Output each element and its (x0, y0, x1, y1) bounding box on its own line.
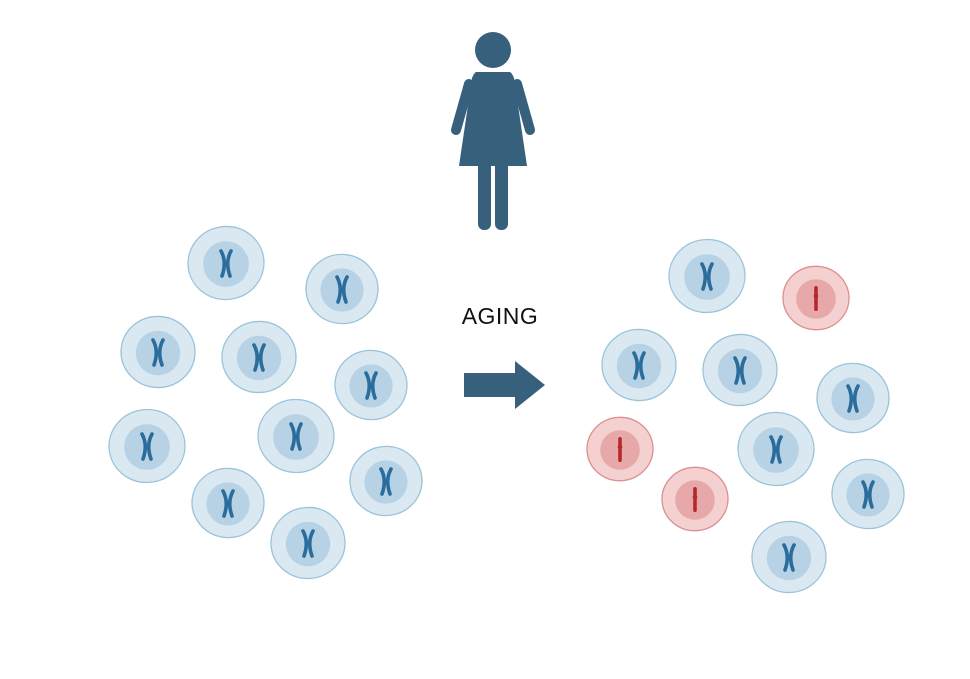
aged-cell (782, 265, 850, 331)
normal-cell (349, 445, 423, 517)
single-chromosome-icon (814, 286, 818, 311)
figure-left-arm (451, 79, 474, 135)
normal-cell (305, 253, 379, 325)
x-chromosome-icon (379, 467, 393, 496)
cell-group-before-aging (108, 225, 423, 580)
x-chromosome-icon (221, 489, 235, 518)
normal-cell (108, 408, 186, 484)
x-chromosome-icon (289, 422, 303, 451)
x-chromosome-icon (632, 351, 646, 380)
normal-cell (257, 398, 335, 474)
normal-cell (831, 458, 905, 530)
aged-cell (661, 466, 729, 532)
x-chromosome-icon (861, 480, 875, 509)
x-chromosome-icon (151, 338, 165, 367)
aged-cell (586, 416, 654, 482)
x-chromosome-icon (252, 343, 266, 372)
normal-cell (120, 315, 196, 389)
normal-cell (221, 320, 297, 394)
chromosome-centromere (692, 494, 698, 500)
arrow-shape (464, 361, 545, 409)
x-chromosome-icon (335, 275, 349, 304)
x-chromosome-icon (140, 432, 154, 461)
normal-cell (187, 225, 265, 301)
single-chromosome-icon (693, 487, 697, 512)
normal-cell (816, 362, 890, 434)
x-chromosome-icon (846, 384, 860, 413)
x-chromosome-icon (769, 435, 783, 464)
right-arrow-icon (464, 361, 545, 409)
x-chromosome-icon (364, 371, 378, 400)
figure-right-arm (512, 79, 535, 135)
woman-icon (451, 32, 535, 230)
normal-cell (751, 520, 827, 594)
aging-label: AGING (461, 303, 539, 329)
chromosome-centromere (813, 293, 819, 299)
figure-left-leg (478, 158, 491, 230)
figure-head (475, 32, 511, 68)
normal-cell (601, 328, 677, 402)
normal-cell (737, 411, 815, 487)
normal-cell (334, 349, 408, 421)
x-chromosome-icon (700, 262, 714, 291)
x-chromosome-icon (301, 529, 315, 558)
figure-dress (459, 72, 527, 166)
figure-right-leg (495, 158, 508, 230)
x-chromosome-icon (733, 356, 747, 385)
x-chromosome-icon (782, 543, 796, 572)
chromosome-centromere (617, 444, 623, 450)
x-chromosome-icon (219, 249, 233, 278)
normal-cell (702, 333, 778, 407)
normal-cell (668, 238, 746, 314)
normal-cell (270, 506, 346, 580)
cell-group-after-aging (586, 238, 905, 594)
single-chromosome-icon (618, 437, 622, 462)
normal-cell (191, 467, 265, 539)
